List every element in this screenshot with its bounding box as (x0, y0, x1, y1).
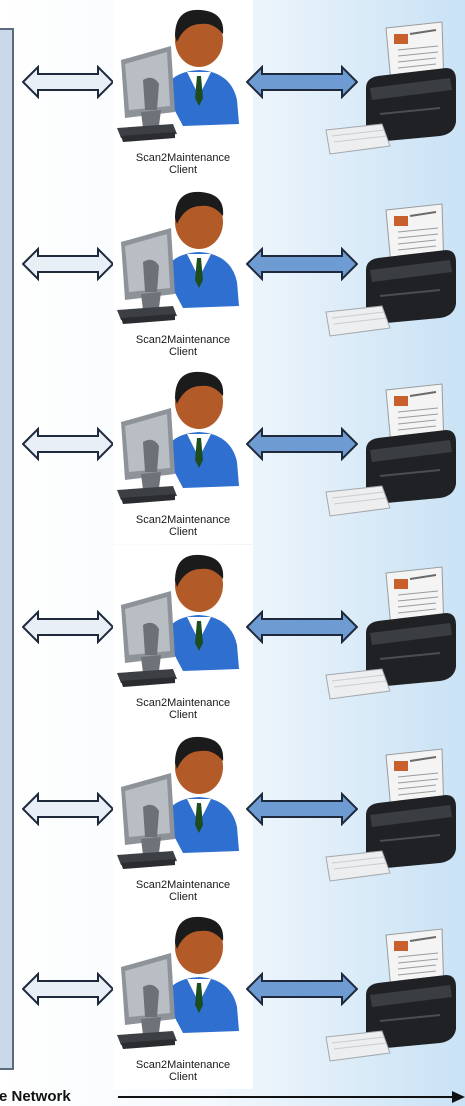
client-label-line1: Scan2Maintenance (135, 697, 231, 709)
client-label-line2: Client (168, 346, 198, 358)
client-label-line2: Client (168, 526, 198, 538)
client-label-line1: Scan2Maintenance (135, 514, 231, 526)
document-scanner-icon (322, 745, 460, 892)
network-line (118, 1096, 458, 1098)
client-row: Scan2Maintenance Client (0, 727, 465, 909)
client-label-line2: Client (168, 891, 198, 903)
client-label: Scan2Maintenance Client (113, 514, 253, 538)
network-arrowhead (452, 1091, 465, 1103)
client-label-line1: Scan2Maintenance (135, 879, 231, 891)
client-label-line2: Client (168, 1071, 198, 1083)
client-row: Scan2Maintenance Client (0, 362, 465, 544)
client-label: Scan2Maintenance Client (113, 152, 253, 176)
document-scanner-icon (322, 925, 460, 1072)
client-row: Scan2Maintenance Client (0, 907, 465, 1089)
client-label: Scan2Maintenance Client (113, 879, 253, 903)
client-label-line1: Scan2Maintenance (135, 1059, 231, 1071)
client-label-line1: Scan2Maintenance (135, 152, 231, 164)
client-box (113, 182, 253, 364)
client-box (113, 727, 253, 909)
client-row: Scan2Maintenance Client (0, 545, 465, 727)
client-label-line2: Client (168, 709, 198, 721)
document-scanner-icon (322, 200, 460, 347)
client-box (113, 362, 253, 544)
client-label: Scan2Maintenance Client (113, 334, 253, 358)
client-label-line2: Client (168, 164, 198, 176)
document-scanner-icon (322, 380, 460, 527)
client-label: Scan2Maintenance Client (113, 1059, 253, 1083)
document-scanner-icon (322, 563, 460, 710)
document-scanner-icon (322, 18, 460, 165)
client-box (113, 0, 253, 182)
client-label-line1: Scan2Maintenance (135, 334, 231, 346)
client-row: Scan2Maintenance Client (0, 0, 465, 182)
server-panel (0, 28, 14, 1070)
client-label: Scan2Maintenance Client (113, 697, 253, 721)
client-box (113, 545, 253, 727)
client-box (113, 907, 253, 1089)
client-row: Scan2Maintenance Client (0, 182, 465, 364)
network-label: e Network (0, 1088, 71, 1105)
